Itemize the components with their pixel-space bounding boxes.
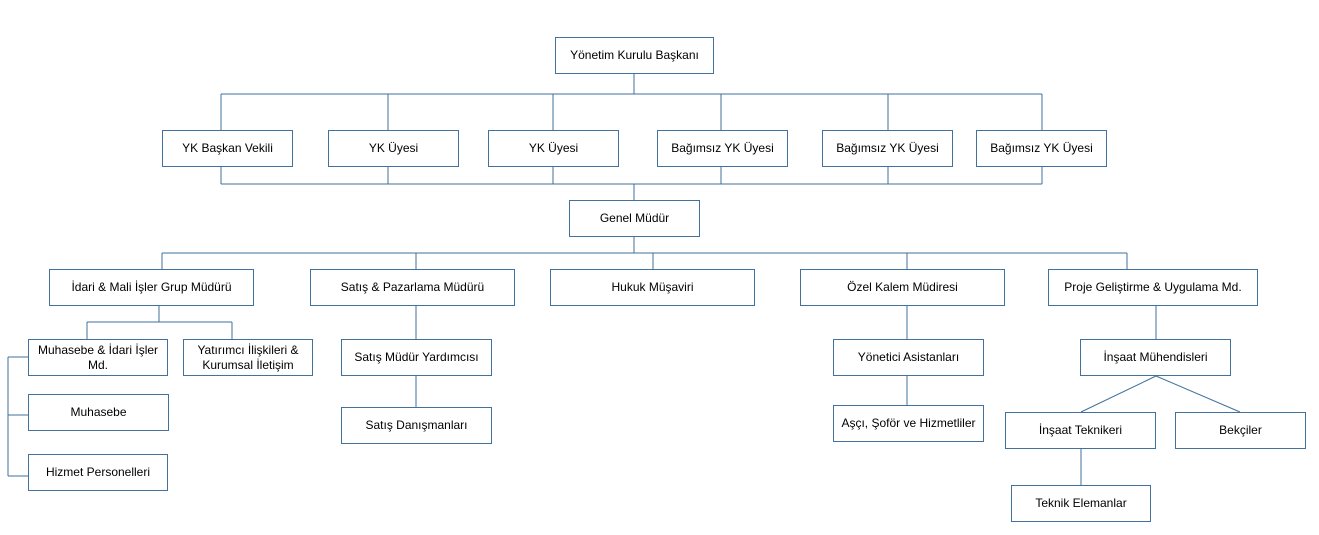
node-yonetim-kurulu-baskani: Yönetim Kurulu Başkanı [555,37,714,74]
node-insaat-muhendisleri: İnşaat Mühendisleri [1080,339,1231,376]
node-yatirimci-iliskileri: Yatırımcı İlişkileri & Kurumsal İletişim [183,339,313,376]
node-satis-danismanlari: Satış Danışmanları [341,407,492,444]
node-yonetici-asistanlari: Yönetici Asistanları [833,339,984,376]
node-bagimsiz-yk-uyesi-2: Bağımsız YK Üyesi [822,130,953,167]
node-satis-mudur-yardimcisi: Satış Müdür Yardımcısı [341,339,492,376]
node-yk-uyesi-2: YK Üyesi [488,130,619,167]
node-muhasebe-idari-isler-md: Muhasebe & İdari İşler Md. [28,339,168,376]
node-teknik-elemanlar: Teknik Elemanlar [1011,485,1151,522]
node-ozel-kalem: Özel Kalem Müdiresi [800,269,1005,306]
node-genel-mudur: Genel Müdür [569,200,700,237]
node-proje-gelistirme: Proje Geliştirme & Uygulama Md. [1048,269,1258,306]
node-asci-sofor-hizmetliler: Aşçı, Şoför ve Hizmetliler [833,405,984,442]
connector-line [1155,375,1241,413]
node-yk-uyesi-1: YK Üyesi [328,130,459,167]
node-bekciler: Bekçiler [1175,412,1306,449]
node-insaat-teknikeri: İnşaat Teknikeri [1005,412,1156,449]
node-bagimsiz-yk-uyesi-1: Bağımsız YK Üyesi [657,130,788,167]
node-bagimsiz-yk-uyesi-3: Bağımsız YK Üyesi [976,130,1107,167]
node-hukuk-musaviri: Hukuk Müşaviri [550,269,755,306]
connector-line [1080,375,1157,413]
node-satis-pazarlama: Satış & Pazarlama Müdürü [310,269,515,306]
node-hizmet-personelleri: Hizmet Personelleri [28,454,168,491]
node-muhasebe: Muhasebe [28,394,169,431]
node-yk-baskan-vekili: YK Başkan Vekili [162,130,293,167]
node-idari-mali-isler: İdari & Mali İşler Grup Müdürü [49,269,254,306]
